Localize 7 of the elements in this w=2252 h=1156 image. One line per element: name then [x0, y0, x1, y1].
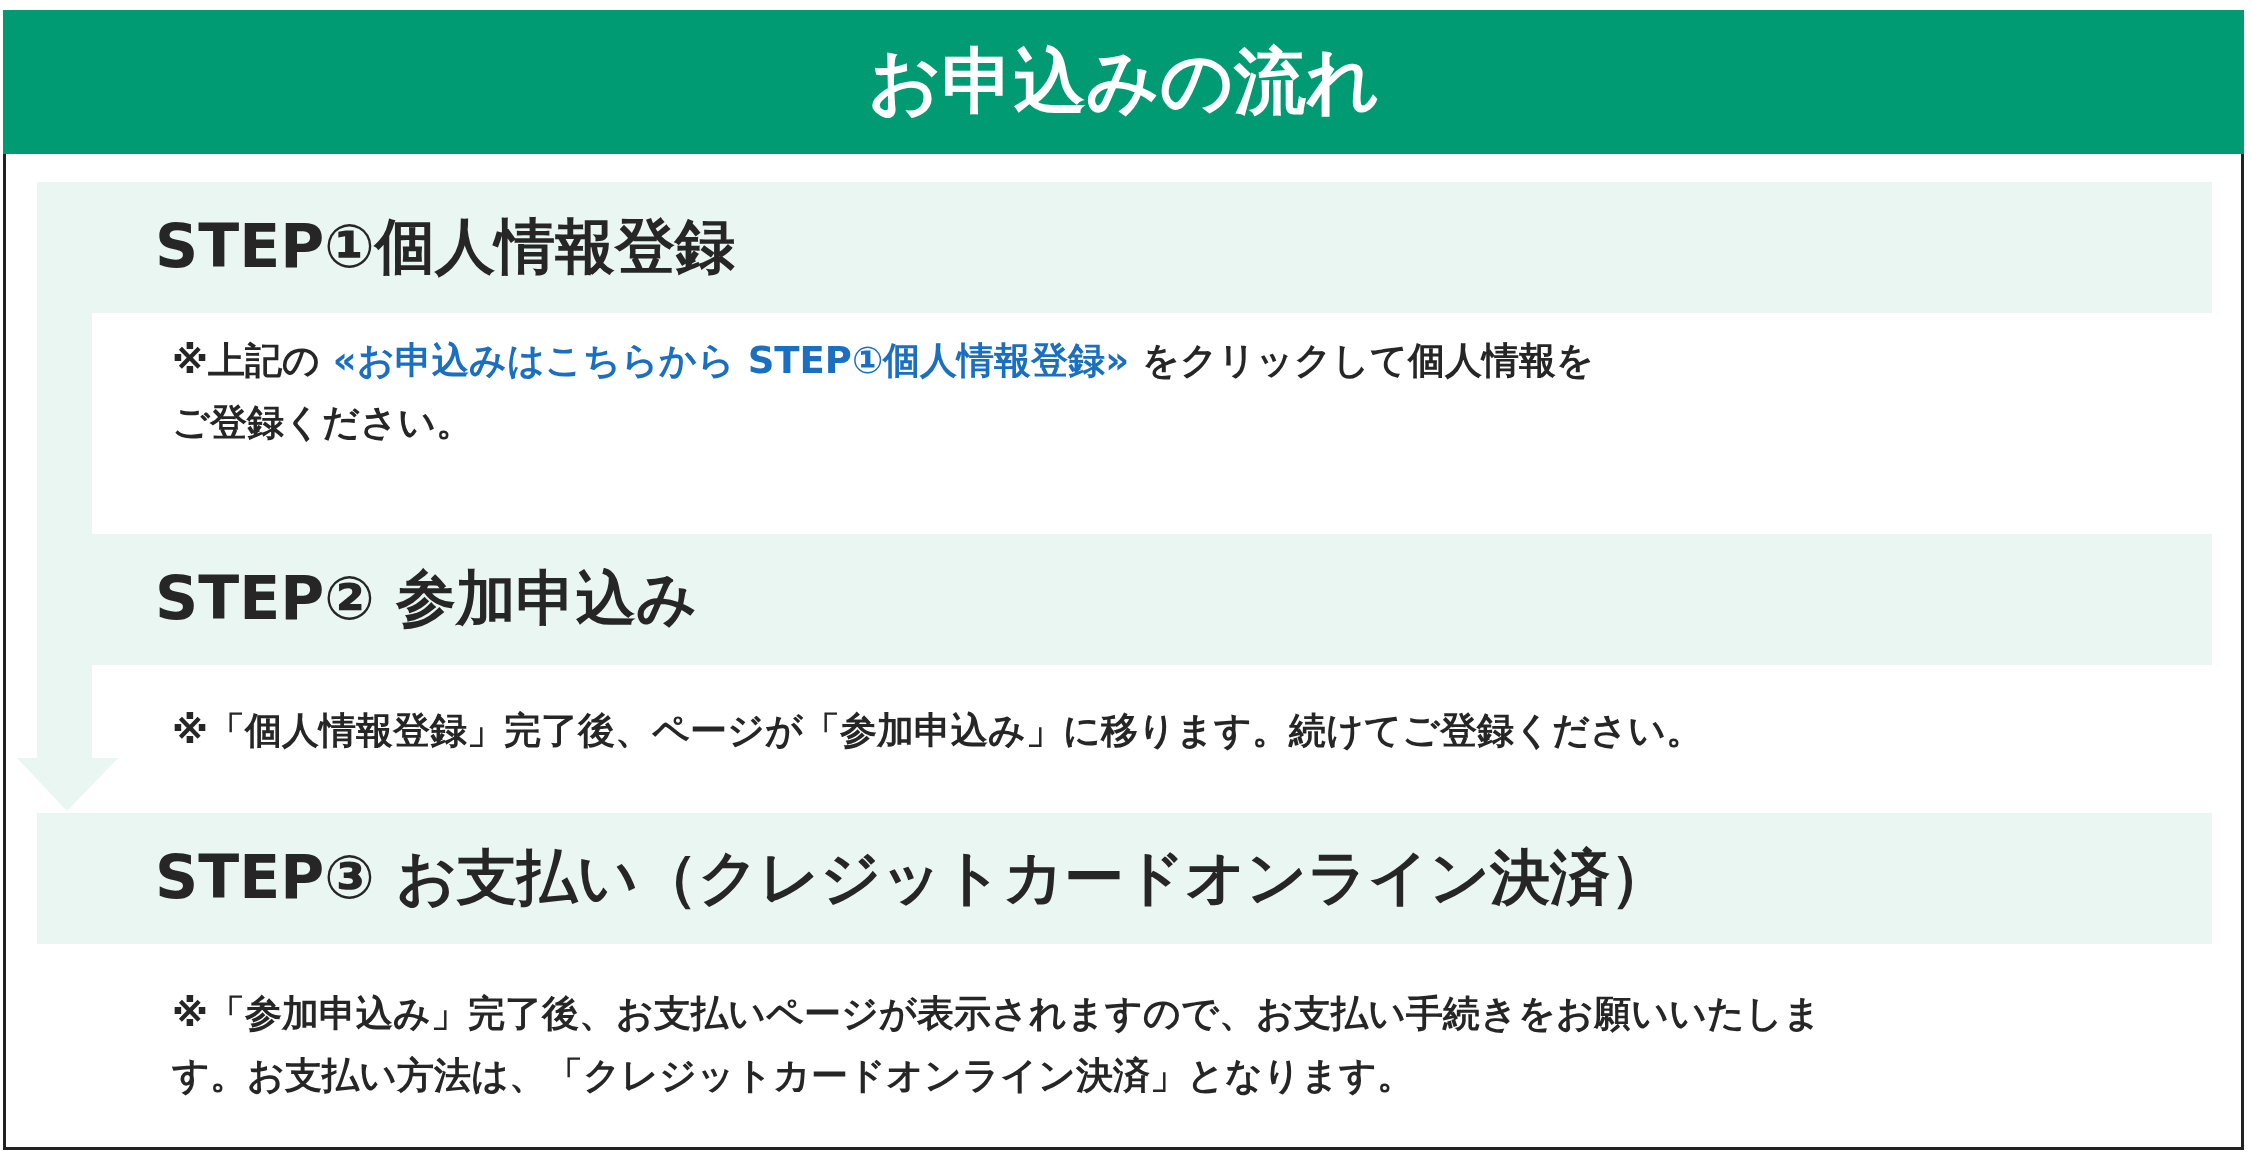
step-heading: STEP③ お支払い（クレジットカードオンライン決済） [155, 841, 1670, 914]
note-text: ※上記の «お申込みはこちらから STEP①個人情報登録» をクリックして個人情報をご登録ください。 [172, 338, 1596, 446]
note-text: ※「参加申込み」完了後、お支払いページが表示されますので、お支払い手続きをお願いいたします。お支払い方法は、「クレジットカードオンライン決済」となります。 [172, 991, 1822, 1099]
title-banner: お申込みの流れ [3, 10, 2244, 154]
step-heading: STEP①個人情報登録 [155, 210, 735, 283]
note-text: ※「個人情報登録」完了後、ページが「参加申込み」に移ります。続けてご登録ください。 [172, 708, 1704, 754]
step-heading: STEP② 参加申込み [155, 562, 697, 635]
